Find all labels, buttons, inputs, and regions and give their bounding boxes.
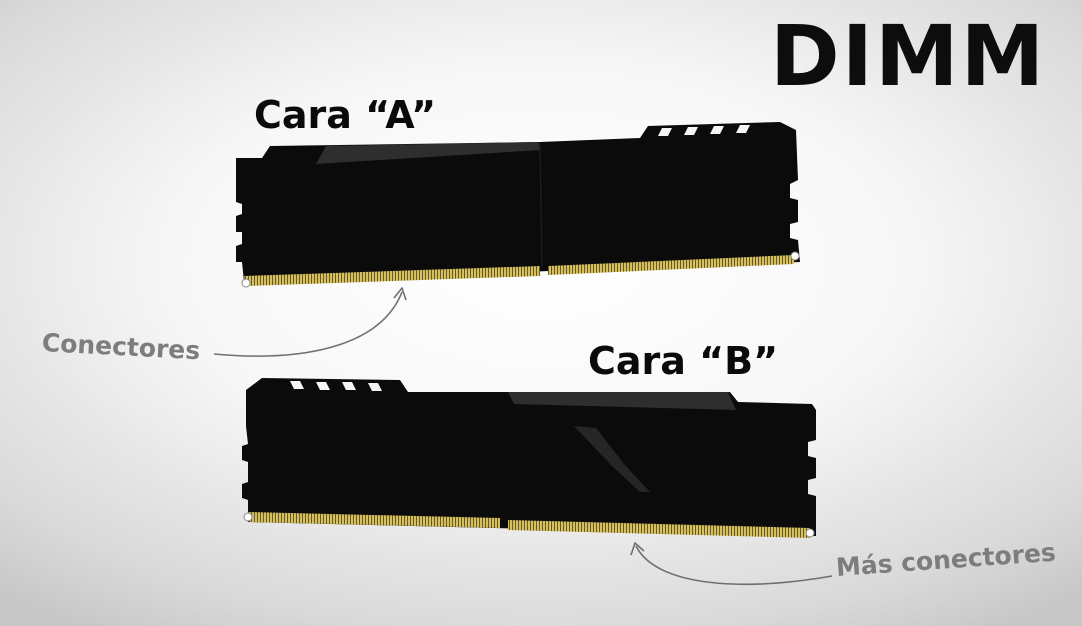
face-b-label: Cara “B” xyxy=(588,339,779,383)
connectors-annotation: Conectores xyxy=(41,328,201,366)
module-b-vents xyxy=(290,381,382,391)
module-a-contacts-left xyxy=(244,266,540,286)
module-b-contacts-right xyxy=(508,520,810,538)
module-b-contacts-left xyxy=(248,512,500,528)
module-a-vents xyxy=(658,125,750,136)
module-b-hole-right xyxy=(805,528,815,538)
dimm-module-face-a xyxy=(236,122,800,288)
module-b-hole-left xyxy=(243,512,253,522)
curved-arrow-icon xyxy=(630,542,833,586)
module-b-body xyxy=(242,378,816,536)
module-b-reflection xyxy=(574,426,650,492)
module-b-heatsink-highlight xyxy=(508,392,736,410)
module-a-hole-right xyxy=(790,251,800,261)
module-a-hole-left xyxy=(241,278,251,288)
module-a-heatsink-highlight xyxy=(316,142,540,164)
dimm-module-face-b xyxy=(242,378,816,538)
curved-arrow-icon xyxy=(213,287,407,357)
diagram-title: DIMM xyxy=(770,7,1047,105)
module-a-body xyxy=(236,122,800,282)
face-a-label: Cara “A” xyxy=(254,93,437,137)
module-a-contacts-right xyxy=(548,255,794,275)
